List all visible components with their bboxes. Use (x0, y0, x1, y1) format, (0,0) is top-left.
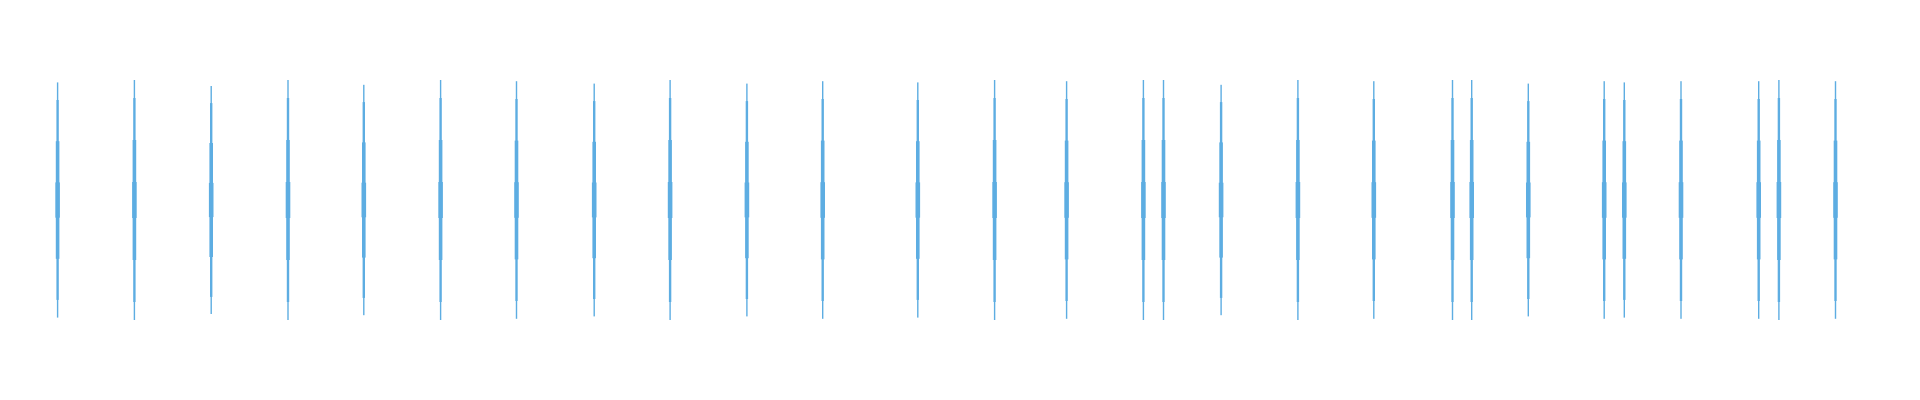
waveform-spike (1161, 80, 1166, 320)
waveform-spike (1295, 80, 1301, 320)
waveform-spike (55, 82, 60, 318)
waveform-spike (1678, 81, 1684, 319)
waveform-spike (1756, 81, 1761, 319)
waveform-spike (667, 80, 673, 320)
waveform-spike (1371, 81, 1377, 319)
waveform-spike (1601, 81, 1607, 319)
waveform-spike (1064, 81, 1069, 319)
waveform-spike (820, 81, 825, 319)
waveform-spike (1526, 83, 1531, 317)
waveform-spike (1469, 80, 1474, 320)
waveform-spike (915, 82, 921, 318)
waveform-spike (132, 80, 137, 320)
waveform-spike (744, 83, 750, 317)
waveform-spike (285, 80, 291, 320)
waveform-spike (1833, 81, 1838, 319)
waveform-spike (591, 83, 597, 317)
waveform-spike (1622, 82, 1627, 318)
waveform-spike (1141, 80, 1146, 320)
waveform-spike (1218, 84, 1224, 316)
waveform-spike (1450, 80, 1455, 320)
waveform-spike (438, 80, 443, 320)
waveform-spike (361, 84, 367, 316)
waveform-spike (208, 86, 214, 314)
waveform-spike (1776, 80, 1782, 320)
waveform-spike (992, 80, 997, 320)
waveform-spike (514, 81, 519, 319)
